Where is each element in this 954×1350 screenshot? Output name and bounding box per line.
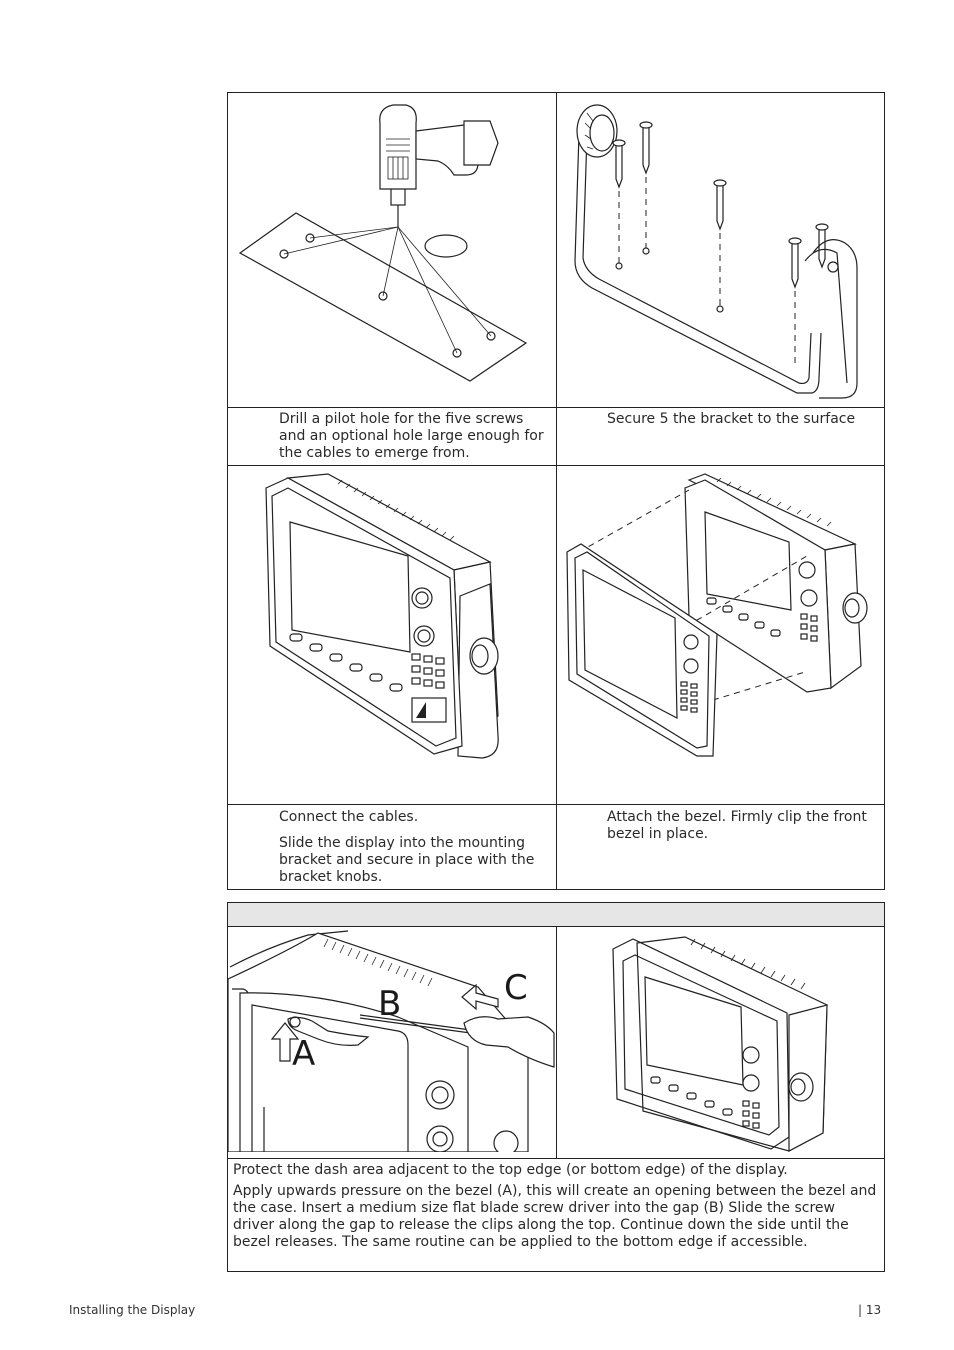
- bezel-removal-illustration: A B C: [228, 930, 555, 1152]
- removal-table-header: [228, 903, 884, 926]
- step-caption-connect-cables: Connect the cables.: [279, 809, 419, 825]
- steps-table-row-divider-2: [227, 465, 885, 466]
- steps-table-column-divider: [556, 92, 557, 890]
- label-b: B: [378, 984, 401, 1024]
- removal-table-column-divider: [556, 926, 557, 1158]
- removal-table-row-divider: [227, 1158, 885, 1159]
- step-caption-drill-text: Drill a pilot hole for the five screws a…: [279, 411, 544, 461]
- step-caption-bracket-text: Secure 5 the bracket to the surface: [607, 411, 856, 427]
- step-caption-connect: Connect the cables. Slide the display in…: [279, 809, 551, 886]
- removal-caption-instructions: Apply upwards pressure on the bezel (A),…: [233, 1183, 877, 1250]
- removal-caption: Protect the dash area adjacent to the to…: [233, 1162, 878, 1251]
- bezel-released-illustration: [612, 936, 828, 1152]
- footer-section-title: Installing the Display: [69, 1303, 196, 1317]
- steps-table-row-divider-3: [227, 804, 885, 805]
- step-caption-drill: Drill a pilot hole for the five screws a…: [279, 411, 549, 462]
- step-caption-bezel-text: Attach the bezel. Firmly clip the front …: [607, 809, 867, 842]
- display-in-bracket-illustration: [265, 473, 499, 759]
- footer-page-number: | 13: [858, 1303, 882, 1317]
- steps-table-row-divider-1: [227, 407, 885, 408]
- attach-bezel-illustration: [566, 473, 868, 757]
- removal-caption-protect: Protect the dash area adjacent to the to…: [233, 1162, 788, 1178]
- step-caption-slide-display: Slide the display into the mounting brac…: [279, 835, 535, 885]
- label-a: A: [292, 1034, 315, 1074]
- bracket-screws-illustration: [574, 104, 858, 399]
- step-caption-bezel: Attach the bezel. Firmly clip the front …: [607, 809, 869, 843]
- label-c: C: [504, 968, 528, 1008]
- drill-surface-illustration: [238, 104, 528, 382]
- step-caption-bracket: Secure 5 the bracket to the surface: [607, 411, 879, 428]
